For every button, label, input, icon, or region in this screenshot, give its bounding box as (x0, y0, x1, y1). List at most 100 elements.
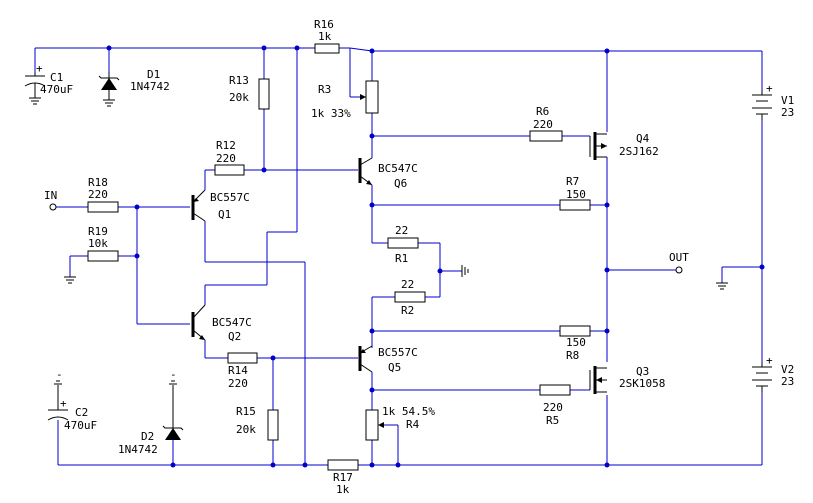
r17-value: 1k (336, 483, 350, 496)
input-terminal[interactable]: IN (44, 189, 57, 211)
resistor-r5: 220 R5 (539, 384, 571, 427)
v2-polarity: + (766, 354, 773, 367)
c2-ground-mark: - (56, 368, 63, 381)
c1-value: 470uF (40, 83, 73, 96)
q2-name: Q2 (228, 330, 241, 343)
r18-value: 220 (88, 188, 108, 201)
r19-value: 10k (88, 237, 108, 250)
resistor-r16: R16 1k (314, 18, 340, 54)
ground-symbol (461, 265, 469, 277)
q3-name: Q3 (636, 365, 649, 378)
d1-name: D1 (147, 68, 160, 81)
r19-name: R19 (88, 225, 108, 238)
transistor-q1: BC557C Q1 (191, 189, 250, 222)
q4-type: 2SJ162 (619, 145, 659, 158)
r12-value: 220 (216, 152, 236, 165)
d2-ground-mark: - (170, 368, 177, 381)
c2-value: 470uF (64, 419, 97, 432)
r4-value: 1k 54.5% (382, 405, 435, 418)
r16-value: 1k (318, 30, 332, 43)
q2-type: BC547C (212, 316, 252, 329)
junction (369, 462, 375, 468)
mosfet-q3: Q3 2SK1058 (589, 365, 665, 394)
resistor-r17: R17 1k (327, 459, 359, 496)
junction (604, 202, 610, 208)
r18-name: R18 (88, 176, 108, 189)
r1-name: R1 (395, 252, 408, 265)
wires (34, 47, 763, 466)
output-label: OUT (669, 251, 689, 264)
resistor-r19: R19 10k (87, 225, 119, 262)
junctions (106, 45, 765, 468)
output-terminal[interactable]: OUT (669, 251, 689, 274)
r5-value: 220 (543, 401, 563, 414)
junction (369, 48, 375, 54)
q3-type: 2SK1058 (619, 377, 665, 390)
junction (369, 202, 375, 208)
r17-name: R17 (333, 471, 353, 484)
supply-v1: + V1 23 (752, 82, 794, 120)
r2-name: R2 (401, 304, 414, 317)
resistor-r12: R12 220 (214, 139, 245, 176)
resistor-r18: R18 220 (87, 176, 119, 213)
junction (604, 328, 610, 334)
junction (134, 204, 140, 210)
r15-value: 20k (236, 423, 256, 436)
d1-value: 1N4742 (130, 80, 170, 93)
v1-name: V1 (781, 94, 794, 107)
junction (106, 45, 112, 51)
input-label: IN (44, 189, 57, 202)
r13-value: 20k (229, 91, 249, 104)
junction (604, 48, 610, 54)
junction (604, 462, 610, 468)
junction (759, 264, 765, 270)
capacitor-c1: + C1 470uF (24, 62, 73, 105)
transistor-q5: BC557C Q5 (358, 345, 418, 374)
r16-name: R16 (314, 18, 334, 31)
c2-name: C2 (75, 406, 88, 419)
zener-d2: - D2 1N4742 (118, 368, 184, 456)
q1-name: Q1 (218, 208, 231, 221)
d2-name: D2 (141, 430, 154, 443)
junction (134, 253, 140, 259)
junction (369, 133, 375, 139)
q5-name: Q5 (388, 361, 401, 374)
v2-name: V2 (781, 363, 794, 376)
v2-value: 23 (781, 375, 794, 388)
r5-name: R5 (546, 414, 559, 427)
r15-name: R15 (236, 405, 256, 418)
resistor-r15: R15 20k (236, 405, 279, 441)
resistor-r7: R7 150 (559, 175, 591, 211)
junction (395, 462, 401, 468)
capacitor-c2: - + C2 470uF (47, 368, 97, 432)
junction (170, 462, 176, 468)
r7-value: 150 (566, 188, 586, 201)
q5-type: BC557C (378, 346, 418, 359)
r6-value: 220 (533, 118, 553, 131)
potentiometer-r4: 1k 54.5% R4 (365, 405, 435, 441)
ground-symbol (64, 276, 76, 284)
r7-name: R7 (566, 175, 579, 188)
q6-type: BC547C (378, 162, 418, 175)
v1-polarity: + (766, 82, 773, 95)
transistor-q6: BC547C Q6 (358, 157, 418, 190)
junction (270, 462, 276, 468)
c1-polarity: + (36, 62, 43, 75)
q4-name: Q4 (636, 132, 650, 145)
junction (261, 167, 267, 173)
supply-v2: + V2 23 (752, 354, 794, 392)
resistor-r8: 150 R8 (559, 325, 591, 362)
resistor-r13: R13 20k (229, 74, 270, 110)
junction (369, 387, 375, 393)
resistor-r6: R6 220 (529, 105, 563, 142)
r2-value: 22 (401, 278, 414, 291)
ground-symbol (716, 282, 728, 290)
resistor-r14: R14 220 (227, 352, 258, 390)
zener-d1: D1 1N4742 (98, 68, 170, 107)
junction (261, 45, 267, 51)
potentiometer-r3: R3 1k 33% (311, 80, 379, 120)
r14-value: 220 (228, 377, 248, 390)
junction (294, 45, 300, 51)
junction (437, 268, 443, 274)
r8-name: R8 (566, 349, 579, 362)
